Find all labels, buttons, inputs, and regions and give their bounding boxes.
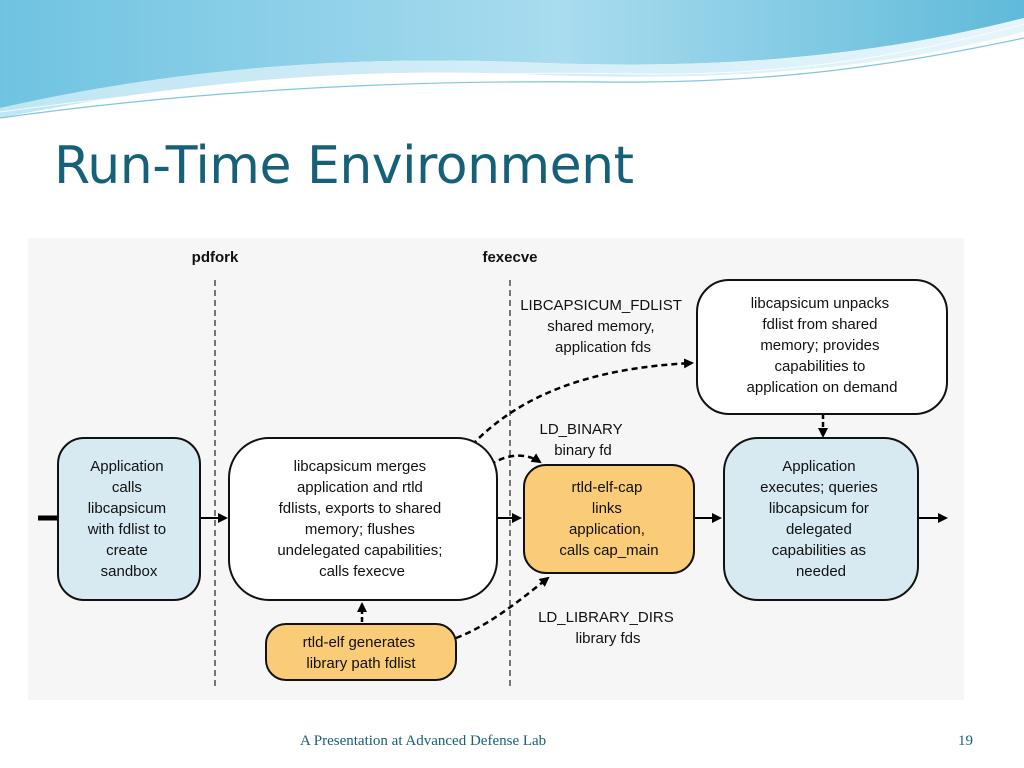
label-libcapsicum-fdlist: LIBCAPSICUM_FDLIST shared memory, applic…: [520, 297, 686, 356]
text-libcapsicum-merges: libcapsicum merges application and rtld …: [277, 458, 446, 580]
text-rtld-elf-generates: rtld-elf generates library path fdlist: [303, 634, 420, 672]
box-application-calls: [57, 437, 201, 601]
phase-label-pdfork: pdfork: [192, 249, 239, 266]
box-rtld-elf-generates: [265, 623, 457, 681]
arrow-rtld-generates-to-rtld-cap: [455, 576, 550, 640]
text-libcapsicum-unpacks: libcapsicum unpacks fdlist from shared m…: [747, 295, 898, 396]
arrow-merges-to-unpacks: [471, 358, 694, 446]
box-application-executes: [723, 437, 919, 601]
footer-text: A Presentation at Advanced Defense Lab: [300, 733, 547, 749]
text-application-calls: Application calls libcapsicum with fdlis…: [87, 458, 171, 580]
box-libcapsicum-unpacks: [696, 279, 948, 415]
label-ld-library-dirs: LD_LIBRARY_DIRS library fds: [538, 609, 678, 647]
box-rtld-elf-cap: [523, 464, 695, 574]
decorative-wave-banner: [0, 0, 1024, 119]
text-rtld-elf-cap: rtld-elf-cap links application, calls ca…: [559, 479, 658, 559]
box-libcapsicum-merges: [228, 437, 498, 601]
page-number: 19: [958, 733, 973, 749]
phase-label-fexecve: fexecve: [482, 249, 537, 266]
slide-title: Run-Time Environment: [54, 136, 634, 196]
label-ld-binary: LD_BINARY binary fd: [540, 421, 627, 459]
text-application-executes: Application executes; queries libcapsicu…: [760, 458, 882, 580]
